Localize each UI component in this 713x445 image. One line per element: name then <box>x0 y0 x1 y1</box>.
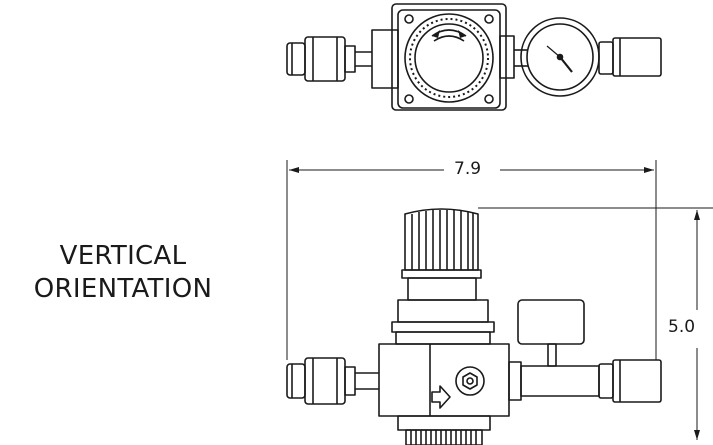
side-knob <box>402 209 481 300</box>
top-left-fitting <box>287 37 372 81</box>
side-gauge-assembly <box>509 300 661 402</box>
pressure-gauge-icon <box>521 18 599 96</box>
side-bonnet <box>379 300 509 445</box>
orientation-label-line-2: ORIENTATION <box>33 274 213 304</box>
top-right-fitting <box>599 38 661 76</box>
top-view <box>287 4 661 110</box>
top-regulator-body <box>372 4 528 110</box>
side-view <box>287 209 661 445</box>
orientation-label-line-1: VERTICAL <box>59 241 187 271</box>
orientation-label: VERTICAL ORIENTATION <box>18 240 228 306</box>
flow-arrow-icon <box>432 386 450 408</box>
side-left-fitting <box>287 358 379 404</box>
dimension-lines <box>287 160 713 440</box>
width-dimension-label: 7.9 <box>448 159 488 179</box>
height-dimension-label: 5.0 <box>668 317 696 337</box>
adjustment-knob-icon <box>432 30 466 41</box>
